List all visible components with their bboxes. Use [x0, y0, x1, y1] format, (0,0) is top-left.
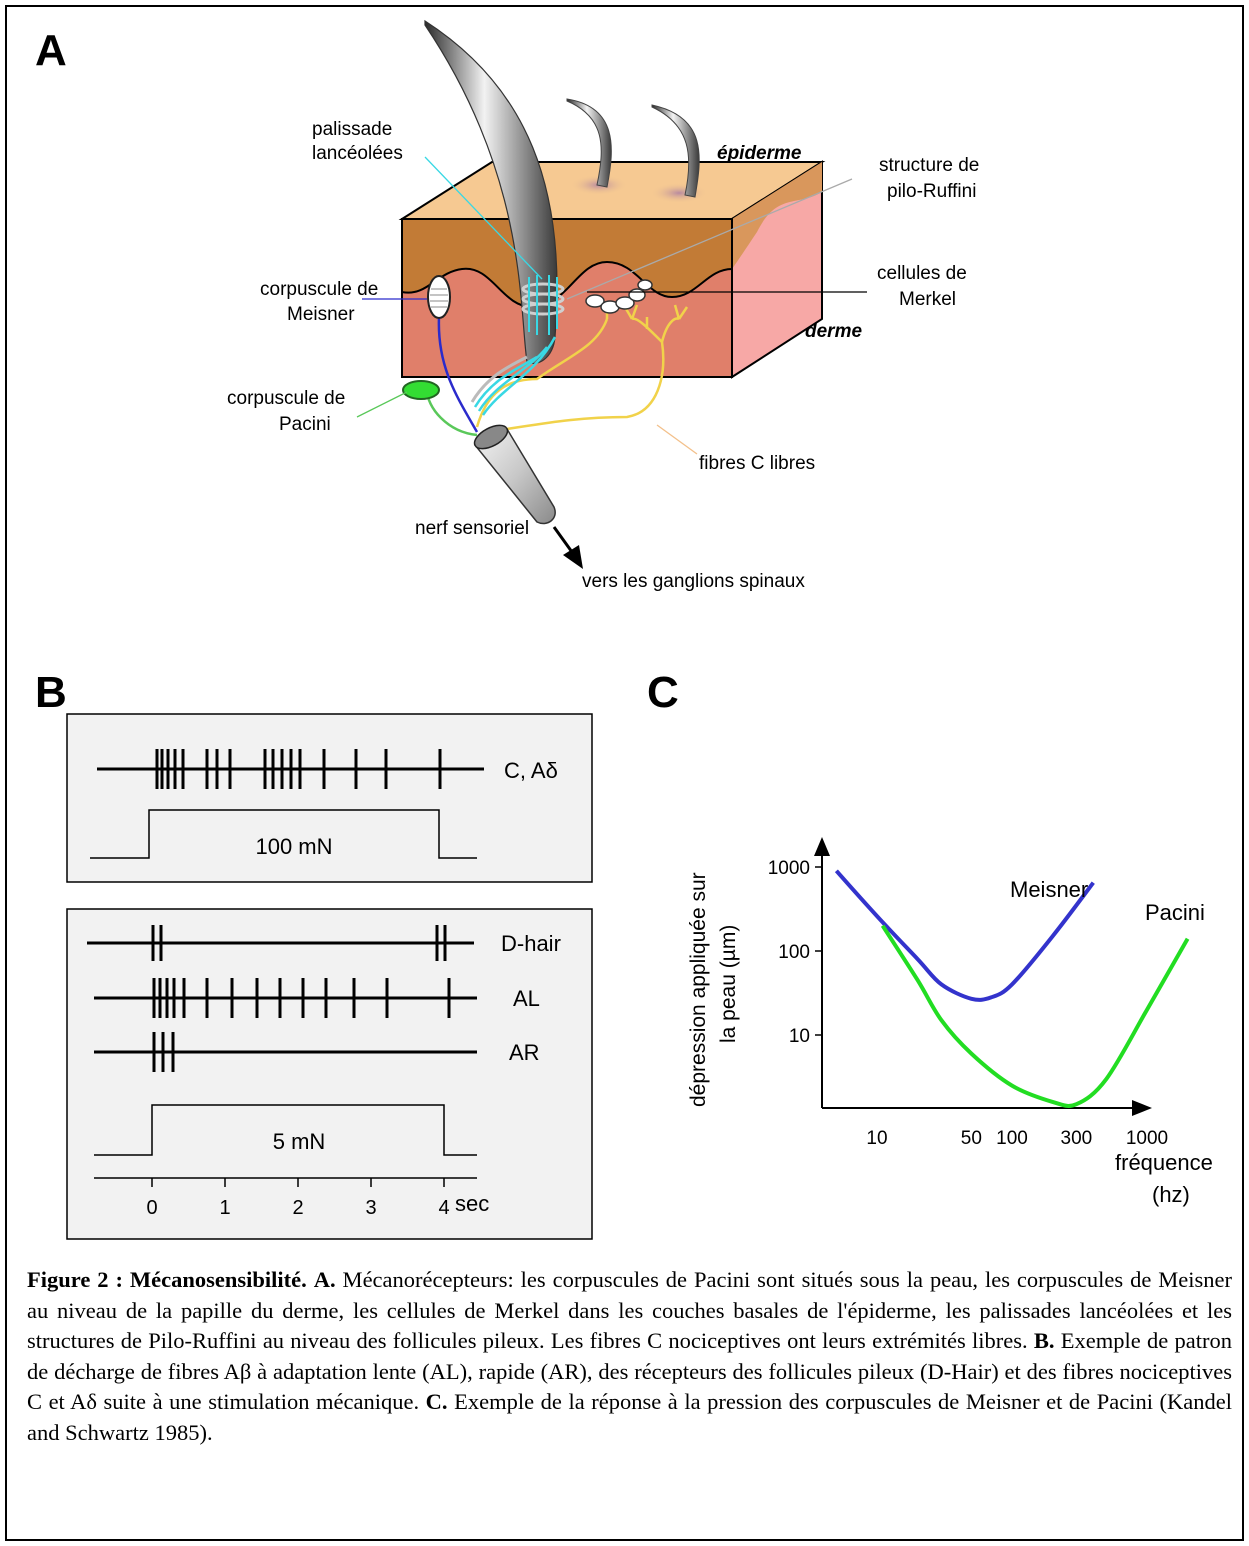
- trace-d-hair: [87, 925, 474, 961]
- stimulus-label-100mn: 100 mN: [255, 834, 332, 859]
- y-axis-arrow: [814, 837, 830, 856]
- x-axis-label-1: fréquence: [1115, 1150, 1213, 1175]
- x-tick-label: 50: [961, 1128, 982, 1149]
- trace-label-al: AL: [513, 986, 540, 1011]
- nerve-fibers: [425, 304, 689, 437]
- small-hair: [566, 98, 612, 188]
- label-lanceolees: lancéolées: [312, 143, 403, 164]
- y-tick-label: 10: [789, 1026, 810, 1047]
- label-corpuscule-pacini-1: corpuscule de: [227, 388, 345, 409]
- ganglia-arrow-head: [563, 545, 583, 569]
- y-axis-label-1: dépression appliquée sur: [687, 872, 710, 1107]
- label-nerf-sensoriel: nerf sensoriel: [415, 518, 529, 539]
- trace-label-ar: AR: [509, 1040, 540, 1065]
- figure-graphics: A: [35, 19, 1213, 1240]
- pacini-corpuscle: [402, 380, 440, 400]
- caption-c-text: Exemple de la réponse à la pression des …: [27, 1389, 1232, 1445]
- series-line-meisner: [834, 869, 1095, 1002]
- label-merkel: Merkel: [899, 289, 956, 310]
- trace-label-d-hair: D-hair: [501, 931, 561, 956]
- time-tick-label: 2: [292, 1197, 303, 1219]
- trace-ar: [94, 1032, 477, 1072]
- label-corpuscule-pacini-2: Pacini: [279, 414, 331, 435]
- label-fibres-c-libres: fibres C libres: [699, 453, 815, 474]
- palisade-rings: [521, 282, 565, 316]
- series-label-meisner: Meisner: [1010, 877, 1088, 902]
- x-tick-label: 1000: [1126, 1128, 1168, 1149]
- merkel-cells: [585, 279, 653, 314]
- label-ganglions: vers les ganglions spinaux: [582, 571, 805, 592]
- trace-label-c-adelta: C, Aδ: [504, 758, 558, 783]
- leader-lines: [356, 156, 867, 455]
- x-tick-label: 100: [996, 1128, 1028, 1149]
- time-tick-label: 4: [438, 1197, 449, 1219]
- panel-a-labels: palissade lancéolées épiderme structure …: [227, 119, 979, 592]
- caption-c-label: C.: [425, 1389, 448, 1414]
- time-tick-label: 1: [219, 1197, 230, 1219]
- sensory-nerve: [473, 428, 556, 525]
- sensory-nerve-end: [473, 424, 509, 450]
- meisner-corpuscle-striation: [430, 288, 448, 308]
- small-hair: [651, 104, 700, 198]
- label-cellules-de: cellules de: [877, 263, 967, 284]
- stimulus-step-5mn: [94, 1104, 477, 1156]
- caption-figure-label: Figure 2 : Mécanosensibilité.: [27, 1267, 307, 1292]
- label-pilo-ruffini: pilo-Ruffini: [887, 181, 976, 202]
- stimulus-step-100mn: [90, 809, 477, 859]
- caption-a-text: Mécanorécepteurs: les corpuscules de Pac…: [27, 1267, 1233, 1353]
- caption-b-label: B.: [1033, 1328, 1055, 1353]
- label-derme: derme: [805, 321, 862, 342]
- time-ticks: 0 1 2 3 4: [146, 1178, 450, 1219]
- label-palissade: palissade: [312, 119, 392, 140]
- trace-c-adelta: [97, 749, 484, 789]
- stimulus-label-5mn: 5 mN: [273, 1129, 326, 1154]
- label-structure-de: structure de: [879, 155, 979, 176]
- y-axis-label-2: la peau (µm): [717, 925, 740, 1043]
- x-axis-label-2: (hz): [1152, 1182, 1190, 1207]
- y-tick-label: 1000: [768, 858, 810, 879]
- series-line-pacini: [880, 924, 1190, 1108]
- figure-caption: Figure 2 : Mécanosensibilité. A. Mécanor…: [27, 1265, 1232, 1448]
- label-corpuscule-meisner-1: corpuscule de: [260, 279, 378, 300]
- label-epiderme: épiderme: [717, 143, 802, 164]
- meisner-corpuscle: [427, 275, 451, 319]
- x-axis-arrow: [1132, 1100, 1152, 1116]
- panel-c-letter: C: [647, 668, 679, 717]
- x-tick-label: 300: [1061, 1128, 1093, 1149]
- panel-b-bottom-box: [66, 908, 593, 1240]
- panel-a-letter: A: [35, 26, 67, 75]
- label-corpuscule-meisner-2: Meisner: [287, 304, 355, 325]
- series-label-pacini: Pacini: [1145, 900, 1205, 925]
- panel-b-letter: B: [35, 668, 67, 717]
- time-tick-label: 3: [365, 1197, 376, 1219]
- caption-b-text: Exemple de patron de décharge de fibres …: [27, 1328, 1232, 1414]
- skin-block-illustration: [398, 160, 826, 379]
- trace-al: [94, 978, 477, 1018]
- palisade-fibers: [528, 275, 558, 335]
- figure-frame: A: [5, 5, 1244, 1541]
- y-tick-label: 100: [778, 942, 810, 963]
- frequency-response-chart: dépression appliquée sur la peau (µm) fr…: [687, 837, 1213, 1207]
- panel-b-top-box: [66, 713, 593, 883]
- time-tick-label: 0: [146, 1197, 157, 1219]
- time-unit-label: sec: [455, 1191, 489, 1216]
- main-hair: [424, 19, 558, 364]
- caption-a-label: A.: [313, 1267, 336, 1292]
- x-tick-label: 10: [866, 1128, 887, 1149]
